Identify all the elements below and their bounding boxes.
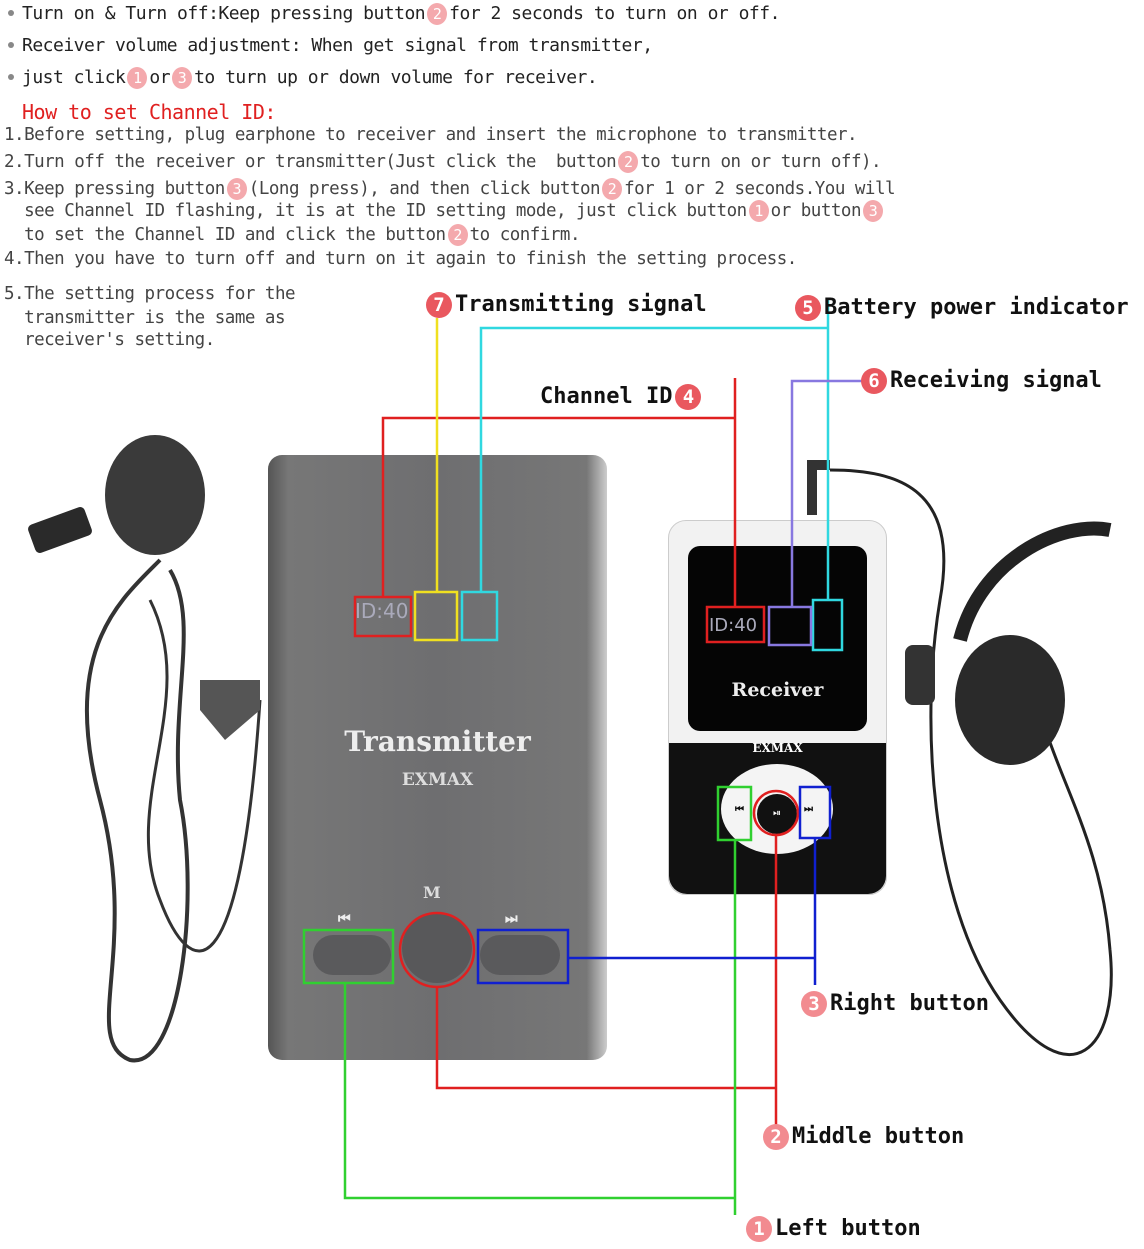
label-text: Receiving signal <box>890 368 1102 393</box>
transmitter-name: Transmitter <box>344 725 531 758</box>
steps-line: see Channel ID flashing, it is at the ID… <box>4 200 885 222</box>
label-text: Channel ID <box>540 384 673 409</box>
bullet-icon <box>8 9 14 16</box>
line-text: to turn up or down volume for receiver. <box>194 67 598 88</box>
line-text: 2.Turn off the receiver or transmitter(J… <box>4 152 617 172</box>
receiver-next-button[interactable]: ⏭ <box>804 804 813 815</box>
line-text: for 1 or 2 seconds.You will <box>624 179 896 199</box>
steps-line: 4.Then you have to turn off and turn on … <box>4 249 797 269</box>
line-text: to turn on or turn off). <box>640 152 882 172</box>
line-text: transmitter is the same as <box>4 308 286 328</box>
transmitter-right-button[interactable] <box>480 935 560 975</box>
line-text: just click <box>22 67 126 88</box>
number-badge: 3 <box>801 991 827 1017</box>
transmitter-brand: EXMAX <box>401 770 474 790</box>
button-number-badge: 3 <box>172 67 193 89</box>
transmitter-middle-button[interactable] <box>402 913 472 983</box>
line-text: receiver's setting. <box>4 330 215 350</box>
line-text: or button <box>770 201 862 221</box>
button-number-badge: 3 <box>862 200 883 222</box>
number-badge: 6 <box>861 368 887 394</box>
number-badge: 2 <box>763 1124 789 1150</box>
label-text: Transmitting signal <box>455 292 707 317</box>
receiver-prev-button[interactable]: ⏮ <box>735 804 744 815</box>
button-number-badge: 3 <box>226 178 247 200</box>
receiver-id-display: ID:40 <box>709 615 758 636</box>
steps-line: 2.Turn off the receiver or transmitter(J… <box>4 151 882 173</box>
number-badge: 5 <box>795 295 821 321</box>
line-text: (Long press), and then click button <box>248 179 601 199</box>
button-number-badge: 2 <box>618 151 639 173</box>
line-text: 3.Keep pressing button <box>4 179 225 199</box>
red-callouts <box>353 378 800 1125</box>
label-text: Right button <box>830 991 989 1016</box>
number-badge: 4 <box>675 384 702 410</box>
line-text: Turn on & Turn off:Keep pressing button <box>22 3 426 24</box>
transmitter-id-display: ID:40 <box>355 599 409 623</box>
line-text: 1.Before setting, plug earphone to recei… <box>4 125 858 145</box>
next-icon: ⏭ <box>505 911 518 927</box>
number-badge: 1 <box>746 1216 772 1242</box>
bullet-icon <box>8 41 14 48</box>
prev-icon: ⏮ <box>338 911 351 927</box>
button-number-badge: 2 <box>447 224 468 246</box>
line-text: for 2 seconds to turn on or off. <box>449 3 780 24</box>
button-number-badge: 1 <box>748 200 769 222</box>
receiver-play-button[interactable]: ⏯ <box>757 794 797 834</box>
line-text: see Channel ID flashing, it is at the ID… <box>4 201 747 221</box>
transmitter-m-label: M <box>423 883 441 902</box>
bullet-icon <box>8 73 14 80</box>
line-text: Receiver volume adjustment: When get sig… <box>22 35 653 56</box>
line-text: or <box>149 67 171 88</box>
steps-line: receiver's setting. <box>4 330 215 350</box>
steps-line: transmitter is the same as <box>4 308 285 328</box>
button-number-badge: 2 <box>427 3 448 25</box>
receiver-brand: EXMAX <box>752 741 803 755</box>
steps-line: to set the Channel ID and click the butt… <box>4 224 581 246</box>
transmitter-left-button[interactable] <box>313 935 391 975</box>
intro-line: Receiver volume adjustment: When get sig… <box>0 35 653 56</box>
line-text: to set the Channel ID and click the butt… <box>4 225 446 245</box>
steps-line: 1.Before setting, plug earphone to recei… <box>4 125 858 145</box>
channel-id-title: How to set Channel ID: <box>22 100 276 124</box>
button-number-badge: 1 <box>127 67 148 89</box>
label-text: Battery power indicator <box>824 295 1129 320</box>
receiver-name: Receiver <box>731 679 824 701</box>
label-text: Left button <box>775 1216 921 1241</box>
steps-line: 5.The setting process for the <box>4 284 296 304</box>
button-number-badge: 2 <box>602 178 623 200</box>
label-text: Middle button <box>792 1124 965 1149</box>
number-badge: 7 <box>426 292 452 318</box>
line-text: 4.Then you have to turn off and turn on … <box>4 249 797 269</box>
line-text: to confirm. <box>469 225 581 245</box>
line-text: 5.The setting process for the <box>4 284 296 304</box>
